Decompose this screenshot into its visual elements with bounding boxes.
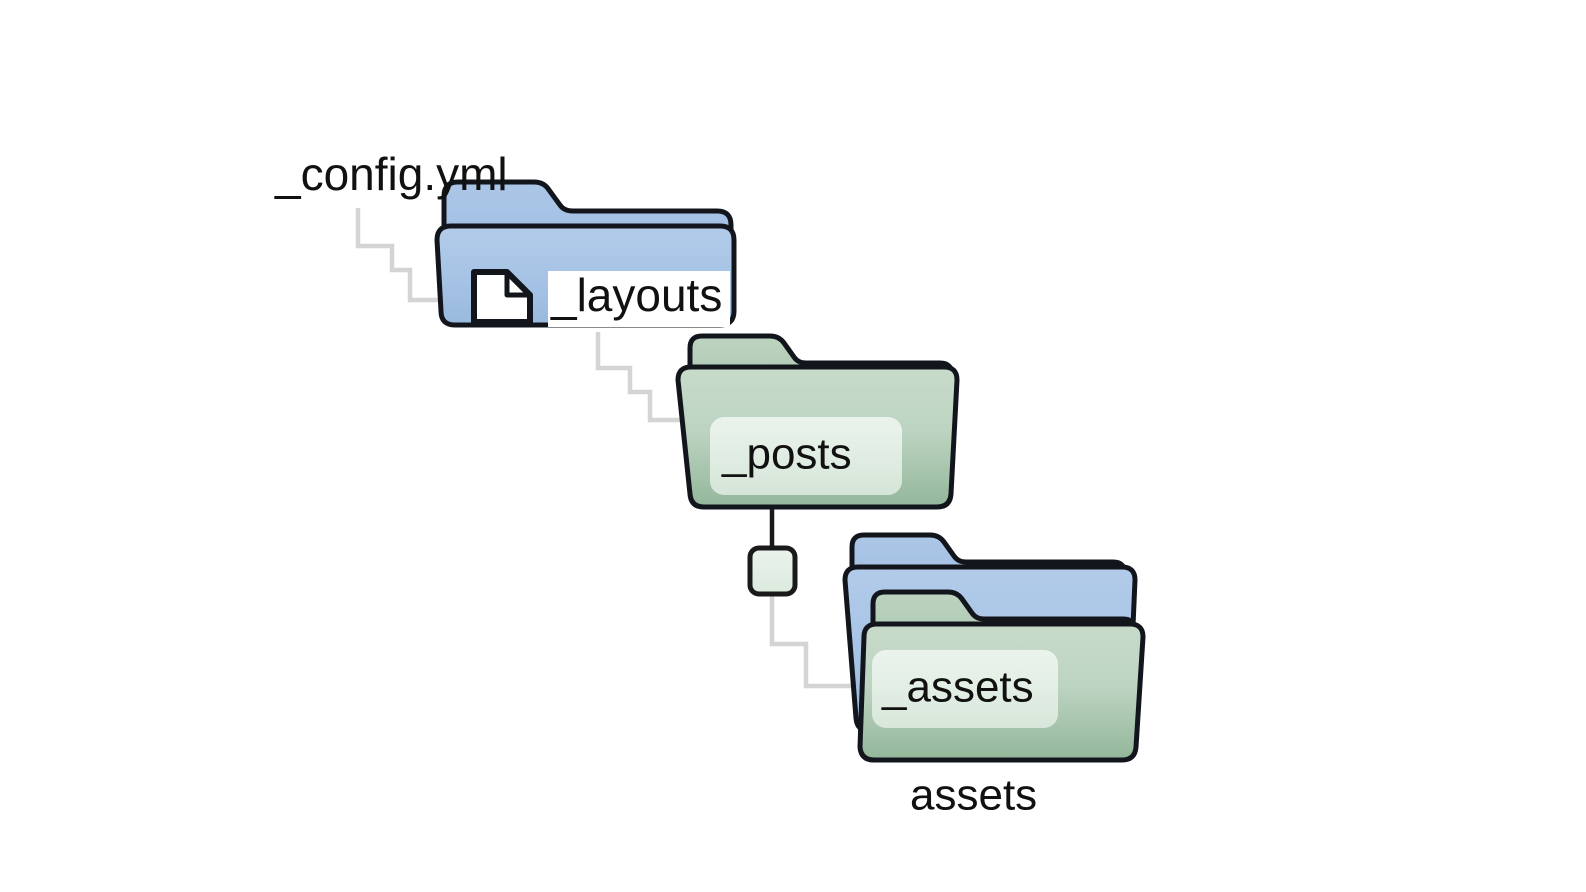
junction-node-icon <box>747 545 798 597</box>
posts-label-plate <box>710 417 902 495</box>
node-config-yml[interactable]: _config.yml <box>274 148 508 200</box>
file-document-icon <box>471 269 533 325</box>
assets-caption-label: assets <box>910 771 1037 820</box>
node-layouts[interactable]: _layouts <box>434 179 737 328</box>
connector-junction-to-assets <box>769 593 872 689</box>
layouts-label-knockout <box>548 271 730 327</box>
posts-label: _posts <box>721 430 852 479</box>
node-posts[interactable]: _posts <box>675 333 960 510</box>
assets-label-plate <box>872 650 1058 728</box>
connector-config-to-layouts <box>355 208 466 303</box>
node-assets[interactable]: _assets assets <box>842 532 1146 820</box>
connector-layouts-to-posts <box>595 332 700 423</box>
assets-inner-label: _assets <box>881 663 1034 712</box>
config-yml-label: _config.yml <box>274 148 508 200</box>
layouts-label: _layouts <box>550 269 722 321</box>
node-assets-junction[interactable] <box>747 545 798 597</box>
